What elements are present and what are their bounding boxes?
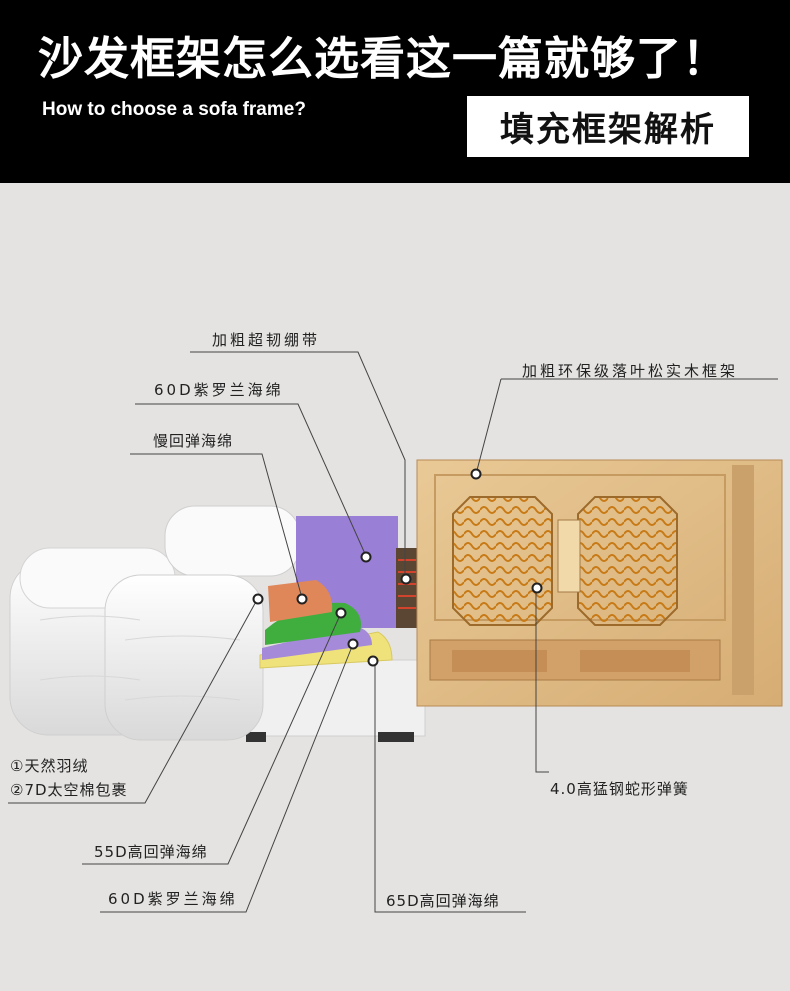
- wood-frame: [416, 459, 783, 707]
- label-purple-foam-bottom: 60D紫罗兰海绵: [108, 890, 238, 908]
- label-strap: 加粗超韧绷带: [212, 331, 321, 349]
- sofa-base: [246, 659, 426, 742]
- down-cushions: [9, 505, 301, 741]
- label-spring: 4.0高猛钢蛇形弹簧: [550, 780, 689, 798]
- header-banner: 沙发框架怎么选看这一篇就够了！ How to choose a sofa fra…: [0, 0, 790, 183]
- page-subtitle: How to choose a sofa frame?: [42, 99, 306, 120]
- label-foam-55d: 55D高回弹海绵: [94, 843, 208, 861]
- label-foam-65d: 65D高回弹海绵: [386, 892, 500, 910]
- foam-layers: [259, 516, 418, 669]
- leader-lines: [8, 351, 778, 913]
- label-purple-foam-top: 60D紫罗兰海绵: [154, 381, 284, 399]
- label-wood-frame: 加粗环保级落叶松实木框架: [522, 362, 739, 380]
- label-down: ①天然羽绒: [10, 757, 89, 775]
- marker-dots: [252, 468, 543, 667]
- label-memory-foam: 慢回弹海绵: [153, 432, 234, 450]
- label-wrap: ②7D太空棉包裹: [10, 781, 128, 799]
- section-badge: 填充框架解析: [467, 96, 749, 157]
- page-title: 沙发框架怎么选看这一篇就够了！: [38, 32, 729, 85]
